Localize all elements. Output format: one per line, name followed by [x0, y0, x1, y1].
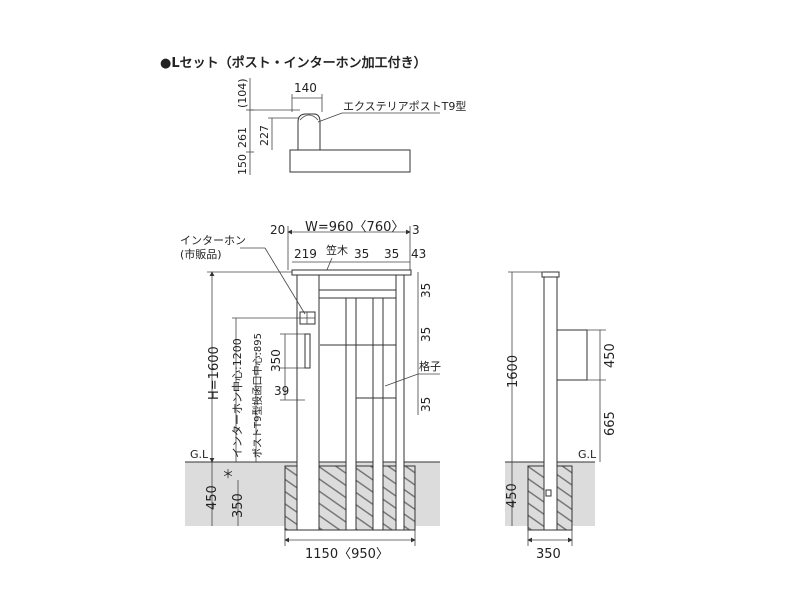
side-dim-450-below: 450 — [505, 483, 520, 508]
side-view: G.L 1600 450 665 450 350 — [505, 271, 618, 562]
dim-350-below: 350 — [231, 493, 246, 518]
dim-150: 150 — [236, 154, 249, 175]
left-post — [296, 274, 320, 531]
side-post-box — [556, 329, 588, 381]
kasagi-label: 笠木 — [326, 243, 348, 257]
dim-43: 43 — [411, 247, 426, 261]
dim-350: 350 — [269, 349, 283, 372]
dim-450: 450 — [205, 485, 220, 510]
post-label: エクステリアポストT9型 — [343, 99, 466, 113]
lattice-bar-2 — [372, 297, 384, 531]
dim-140: 140 — [294, 81, 317, 95]
width-label: W=960〈760〉 — [305, 220, 404, 235]
section-heading: ●Lセット（ポスト・インターホン加工付き） — [160, 55, 427, 71]
dim-20: 20 — [270, 223, 285, 237]
koushi-label: 格子 — [419, 359, 441, 373]
intercom-label-2: (市販品) — [180, 247, 222, 261]
dim-35-b: 35 — [384, 247, 399, 261]
dim-104: (104) — [236, 78, 249, 108]
side-gl-label: G.L — [578, 448, 597, 461]
lattice-bar-1 — [345, 297, 357, 531]
dim-3: 3 — [412, 223, 420, 237]
base-slab — [289, 149, 411, 173]
top-view: (104) 261 150 227 140 エクステリアポストT9型 — [236, 78, 466, 175]
gl-label: G.L — [190, 448, 209, 461]
asterisk: ＊ — [222, 467, 234, 481]
front-view: G.L 20 W=960〈760〉 3 219 笠木 35 35 43 — [180, 220, 441, 562]
intercom-label-1: インターホン — [180, 234, 246, 247]
dim-35-right-2: 35 — [419, 327, 433, 342]
height-label: H=1600 — [207, 346, 222, 400]
kasagi-cap — [291, 269, 412, 276]
intercom-center-label: インターホン中心:1200 — [231, 338, 244, 458]
post-shape — [297, 113, 321, 151]
dim-219: 219 — [294, 247, 317, 261]
post-opening-center-label: ポストT9型投函口中心:895 — [251, 333, 264, 458]
side-dim-1600: 1600 — [506, 355, 521, 388]
right-post — [395, 274, 405, 531]
dim-35-a: 35 — [354, 247, 369, 261]
side-dim-450-upper: 450 — [603, 343, 618, 368]
post-slot — [304, 333, 311, 369]
side-dim-665: 665 — [603, 411, 618, 436]
dim-35-right-1: 35 — [419, 283, 433, 298]
dim-261: 261 — [236, 127, 249, 148]
dim-227: 227 — [258, 125, 271, 146]
dim-39: 39 — [274, 384, 289, 398]
dim-35-right-3: 35 — [419, 397, 433, 412]
bottom-width-label: 1150〈950〉 — [305, 547, 389, 562]
side-dim-350-bottom: 350 — [536, 547, 561, 562]
